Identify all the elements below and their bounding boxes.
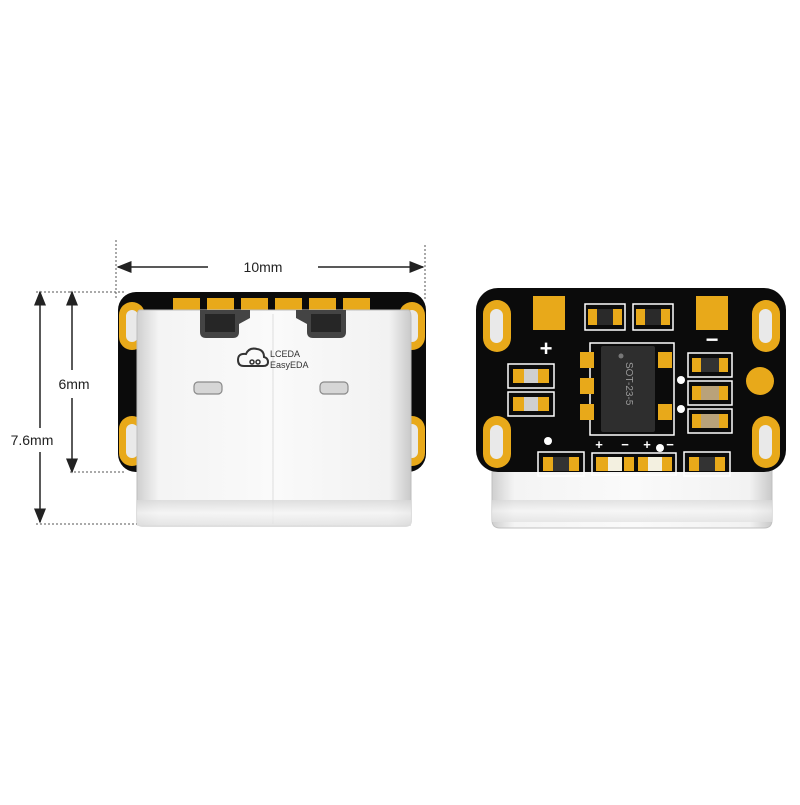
resistor-top-left bbox=[584, 303, 626, 331]
bottom-resistor-right bbox=[683, 451, 731, 477]
led-minus-left: − bbox=[621, 437, 629, 452]
back-mount-pads bbox=[483, 300, 780, 468]
capacitor-right-lower bbox=[687, 408, 733, 434]
resistor-top-right bbox=[632, 303, 674, 331]
dimension-lines bbox=[34, 240, 426, 525]
chip-label: SOT-23-5 bbox=[623, 362, 634, 406]
back-view: + − bbox=[476, 288, 786, 529]
power-pad-plus bbox=[533, 296, 565, 330]
total-height-label: 7.6mm bbox=[11, 432, 54, 448]
logo-text-lceda: LCEDA bbox=[270, 349, 300, 359]
front-view: LCEDA EasyEDA bbox=[118, 292, 426, 527]
test-point-pad bbox=[746, 367, 774, 395]
power-pad-minus bbox=[696, 296, 728, 330]
usb-c-shell bbox=[136, 309, 412, 527]
sot23-chip: SOT-23-5 bbox=[580, 342, 675, 436]
resistor-right-upper bbox=[687, 352, 733, 378]
capacitor-right-mid bbox=[687, 380, 733, 406]
shell-slot-left bbox=[193, 381, 223, 395]
led-pads bbox=[591, 452, 677, 476]
capacitor-left-upper bbox=[507, 363, 555, 389]
led-plus-right: + bbox=[643, 437, 651, 452]
led-plus-left: + bbox=[595, 437, 603, 452]
plus-silkscreen: + bbox=[540, 336, 553, 361]
shell-slot-right bbox=[319, 381, 349, 395]
pcb-height-label: 6mm bbox=[58, 376, 89, 392]
bottom-resistor-left bbox=[537, 451, 585, 477]
width-label: 10mm bbox=[244, 259, 283, 275]
capacitor-left-lower bbox=[507, 391, 555, 417]
cloud-logo-icon bbox=[236, 347, 270, 367]
logo-text-easyeda: EasyEDA bbox=[270, 360, 309, 370]
led-minus-right: − bbox=[666, 437, 674, 452]
minus-silkscreen: − bbox=[706, 327, 719, 352]
